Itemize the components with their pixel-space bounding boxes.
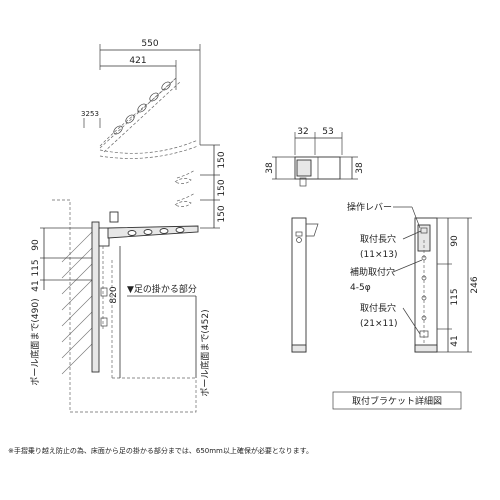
arm-folded-outline bbox=[103, 81, 181, 153]
slot-bottom-size: (21×11) bbox=[360, 319, 397, 329]
dim-150-bottom: 150 bbox=[217, 205, 227, 222]
dim-820: 820 bbox=[109, 286, 119, 303]
dim-32: 32 bbox=[297, 127, 308, 137]
caption-box bbox=[332, 391, 462, 410]
floor-boundary bbox=[52, 199, 197, 413]
dim-41-side: 41 bbox=[31, 280, 41, 291]
slot-top-label: 取付長穴 bbox=[360, 233, 396, 245]
bracket-side-view-hole bbox=[296, 237, 302, 243]
dim-115: 115 bbox=[450, 288, 460, 305]
bracket-top bbox=[109, 211, 119, 223]
dim-421: 421 bbox=[129, 56, 146, 66]
pole-clamp bbox=[100, 287, 108, 297]
leader bbox=[402, 307, 421, 335]
leader bbox=[402, 230, 422, 240]
dim-90-side: 90 bbox=[31, 239, 41, 251]
arm-folded-loops bbox=[113, 81, 171, 135]
bracket-side-view bbox=[291, 217, 307, 353]
dim-38-left: 38 bbox=[265, 162, 275, 174]
dim-53: 53 bbox=[322, 127, 333, 137]
arm-horizontal bbox=[107, 225, 199, 239]
bracket-detail: 32 53 38 38 操作レバー bbox=[265, 127, 480, 410]
foot-label: ▼足の掛かる部分 bbox=[127, 283, 197, 295]
arm-horizontal-loops bbox=[127, 227, 185, 236]
bracket-top-view-block bbox=[296, 159, 312, 177]
bracket-top-view-lever bbox=[299, 177, 307, 187]
bracket-side-view-lever bbox=[305, 223, 319, 237]
arm-folded-outline bbox=[99, 77, 177, 147]
leader bbox=[411, 206, 421, 229]
bracket-side bbox=[98, 227, 110, 247]
aux-size: 4-5φ bbox=[350, 283, 371, 293]
pole-clamp bbox=[100, 317, 108, 327]
dim-38-right: 38 bbox=[355, 162, 365, 174]
wall-hatching bbox=[61, 231, 93, 375]
dim-32-side: 32 bbox=[81, 110, 90, 118]
dim-90: 90 bbox=[450, 235, 460, 247]
detail-caption: 取付ブラケット詳細図 bbox=[352, 395, 442, 407]
dim-115-side: 115 bbox=[31, 259, 41, 276]
dim-550: 550 bbox=[141, 39, 158, 49]
dim-150-mid: 150 bbox=[217, 179, 227, 196]
bracket-side-view-slot bbox=[295, 231, 303, 237]
dim-41: 41 bbox=[450, 335, 460, 346]
dim-53-side: 53 bbox=[90, 110, 99, 118]
slot-top bbox=[420, 227, 428, 234]
arm-folded-outline bbox=[99, 77, 177, 149]
bracket-front-view-base bbox=[414, 344, 438, 353]
leader bbox=[392, 259, 423, 273]
foot-floor-label: ポール底面まで(452) bbox=[199, 309, 211, 396]
arm-mid-position bbox=[174, 201, 192, 207]
arm-mid-position bbox=[176, 192, 196, 202]
footnote: ※手摺乗り越え防止の為、床面から足の掛かる部分までは、650mm以上確保が必要と… bbox=[8, 446, 313, 455]
dim-246: 246 bbox=[470, 276, 480, 293]
arm-swing-outline bbox=[99, 139, 199, 154]
slot-top-size: (11×13) bbox=[360, 250, 397, 260]
arm-swing-outline bbox=[99, 145, 199, 159]
arm-mid-position bbox=[174, 178, 192, 184]
slot-bottom-label: 取付長穴 bbox=[360, 302, 396, 314]
aux-label: 補助取付穴 bbox=[350, 266, 395, 278]
pole-floor-label: ポール底面まで(490) bbox=[29, 298, 41, 385]
arm-mid-position bbox=[176, 169, 196, 179]
dim-150-top: 150 bbox=[217, 151, 227, 168]
side-elevation: 550 421 32 53 150 bbox=[29, 39, 227, 413]
lever-label: 操作レバー bbox=[347, 201, 392, 213]
pole bbox=[91, 221, 100, 373]
bracket-side-view-base bbox=[291, 344, 307, 353]
